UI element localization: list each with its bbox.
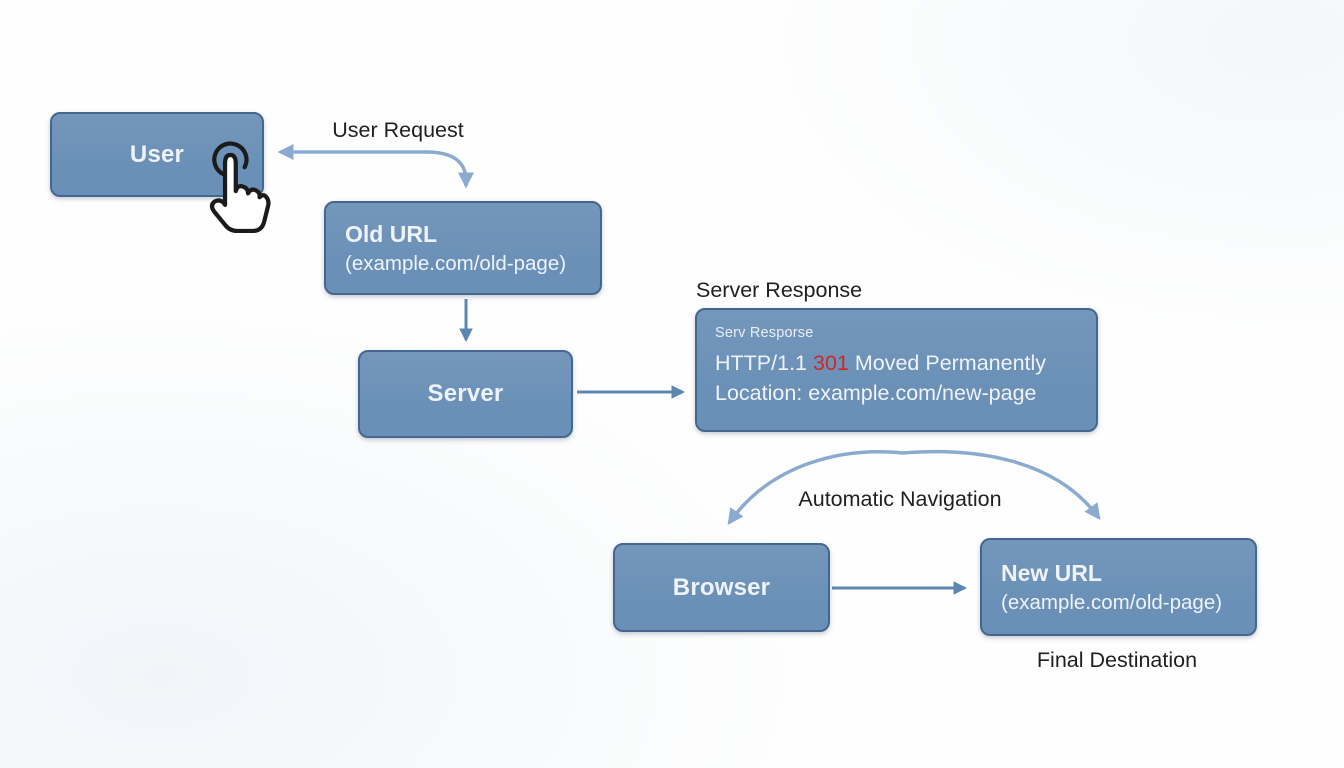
final-destination-label: Final Destination: [1036, 648, 1198, 672]
response-http-version: HTTP/1.1: [715, 351, 807, 375]
new-url-title: New URL: [1001, 559, 1102, 586]
response-location-line: Location: example.com/new-page: [715, 381, 1037, 405]
server-node: Server: [358, 350, 573, 438]
server-response-node: Serv Resporse HTTP/1.1 301 Moved Permane…: [695, 308, 1098, 432]
server-response-label: Server Response: [696, 278, 863, 302]
response-status-code: 301: [812, 351, 849, 375]
browser-node-label: Browser: [672, 573, 771, 601]
server-node-label: Server: [427, 380, 504, 407]
browser-node: Browser: [613, 543, 830, 632]
response-status-line: HTTP/1.1 301 Moved Permanently: [715, 348, 1078, 378]
response-status-text: Moved Permanently: [854, 351, 1047, 375]
response-header: Serv Resporse: [715, 325, 814, 341]
old-url-title: Old URL: [345, 220, 437, 247]
old-url-subtitle: (example.com/old-page): [345, 251, 567, 275]
new-url-subtitle: (example.com/old-page): [1001, 590, 1223, 614]
automatic-navigation-label: Automatic Navigation: [798, 487, 1002, 511]
old-url-node: Old URL (example.com/old-page): [324, 201, 602, 295]
tap-hand-icon: [209, 141, 271, 234]
user-request-arrow: [277, 143, 475, 189]
new-url-node: New URL (example.com/old-page): [980, 538, 1257, 636]
user-node-label: User: [129, 140, 185, 168]
user-request-label: User Request: [332, 118, 464, 142]
